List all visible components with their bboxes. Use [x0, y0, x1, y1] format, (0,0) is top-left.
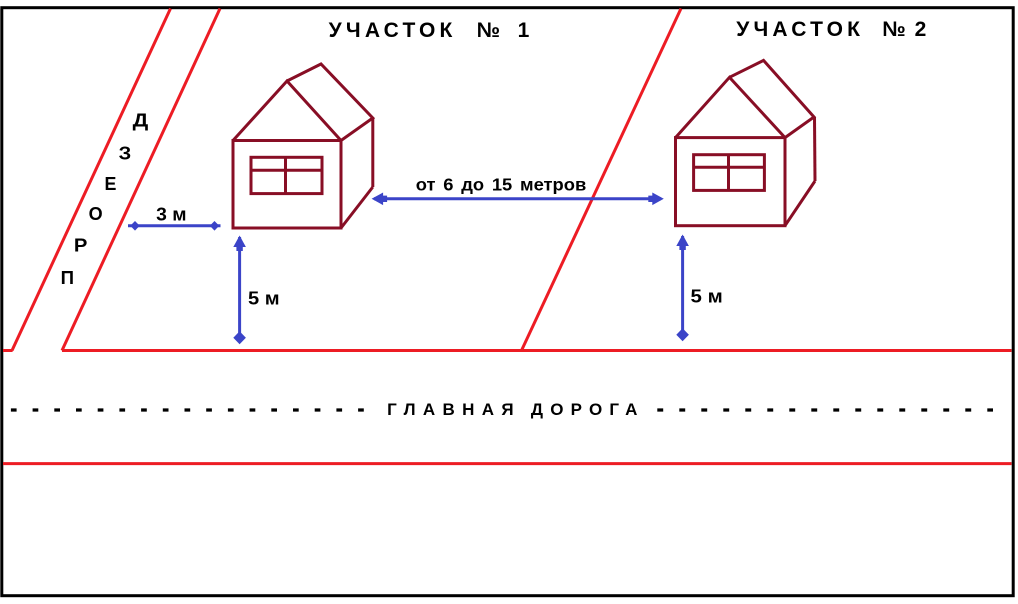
svg-text:ГЛАВНАЯ: ГЛАВНАЯ — [387, 400, 513, 419]
svg-text:5 м: 5 м — [691, 287, 723, 307]
svg-text:3 м: 3 м — [156, 205, 186, 225]
svg-text:УЧАСТОК: УЧАСТОК — [329, 19, 457, 42]
svg-text:Д: Д — [133, 111, 149, 131]
svg-text:Р: Р — [74, 235, 88, 255]
svg-text:1: 1 — [518, 19, 530, 42]
svg-text:ДОРОГА: ДОРОГА — [531, 400, 638, 419]
svg-text:УЧАСТОК: УЧАСТОК — [736, 18, 864, 41]
svg-text:№: № — [882, 18, 905, 41]
svg-text:П: П — [61, 268, 74, 288]
svg-text:Е: Е — [105, 174, 117, 194]
svg-text:З: З — [119, 143, 132, 163]
svg-text:2: 2 — [915, 18, 927, 41]
svg-text:О: О — [89, 204, 103, 224]
svg-text:5 м: 5 м — [248, 288, 280, 308]
svg-text:№: № — [477, 19, 500, 42]
svg-text:от 6 до 15 метров: от 6 до 15 метров — [416, 175, 587, 195]
